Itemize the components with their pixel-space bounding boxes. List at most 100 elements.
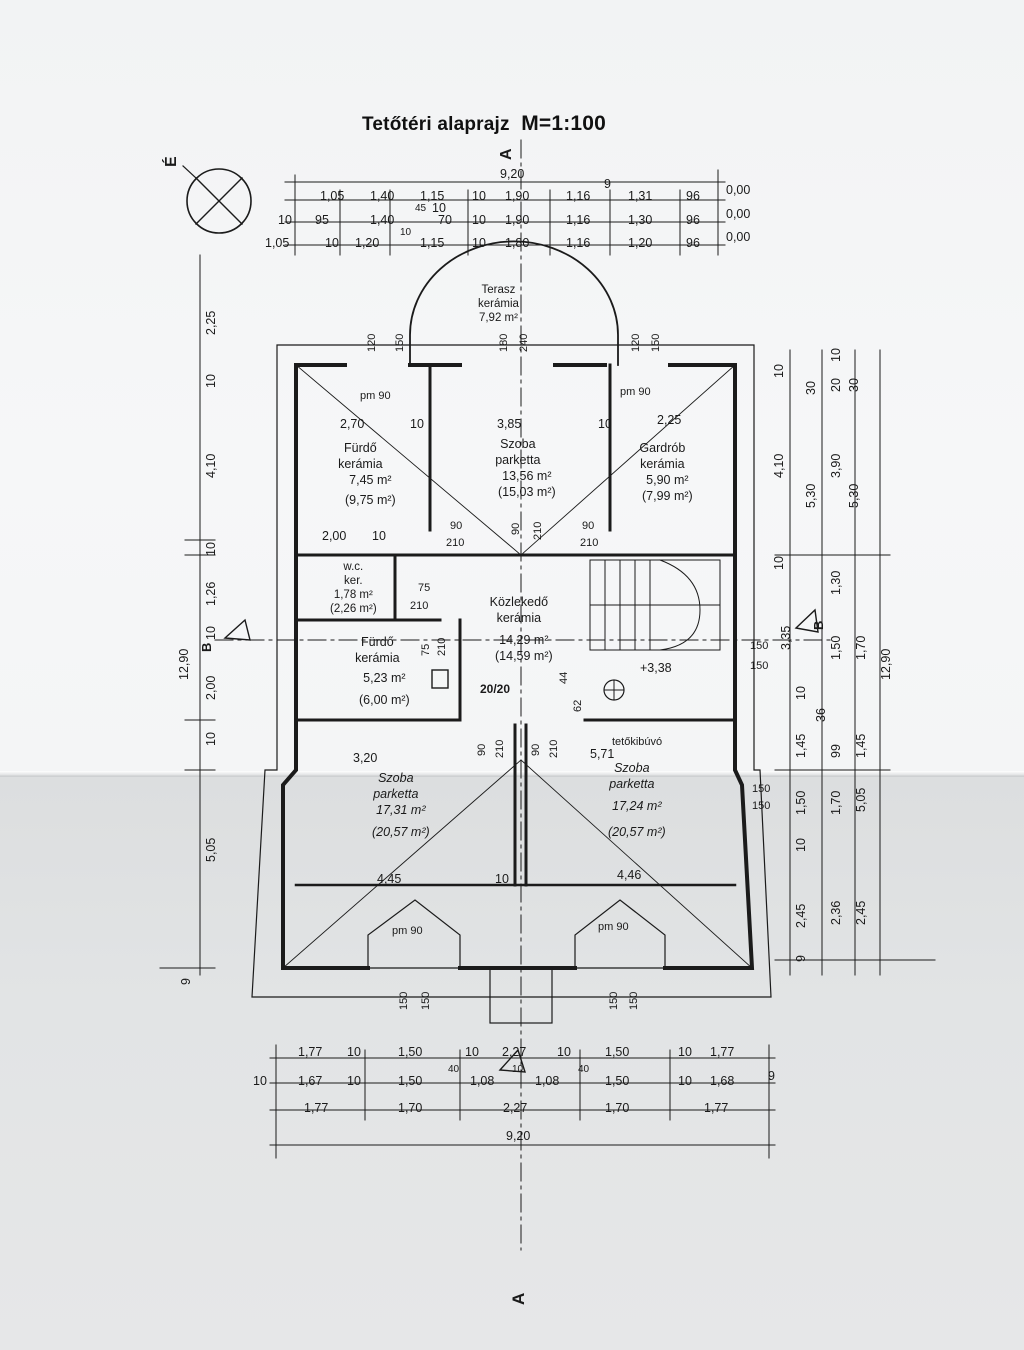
dim: 44 [558, 671, 570, 684]
dim: 150 [750, 660, 769, 672]
roof-hip-lines [282, 364, 753, 969]
title-scale: M=1:100 [521, 112, 607, 135]
room-bath2: Fürdő kerámia 5,23 m² (6,00 m²) [345, 634, 410, 708]
dim: 1,30 [628, 213, 653, 227]
dim: 10 [678, 1045, 692, 1059]
dim: 70 [438, 213, 452, 227]
dim: 150 [752, 783, 771, 795]
level-label: +3,38 [640, 661, 672, 675]
dim: 210 [410, 600, 429, 612]
dim: 90 [476, 743, 488, 756]
right-dimension-lines [774, 349, 936, 976]
room-name: Terasz [481, 284, 516, 296]
dim: 1,20 [355, 236, 380, 250]
dim: 1,50 [605, 1074, 630, 1088]
dim: 96 [686, 236, 700, 250]
dim: 1,45 [854, 733, 868, 758]
dim: 3,90 [829, 453, 843, 478]
window-label: pm 90 [598, 921, 629, 933]
dim: 96 [686, 189, 700, 203]
room-floor: parketta [495, 453, 541, 467]
dim: 1,30 [829, 570, 843, 595]
dim: 5,71 [590, 747, 615, 761]
room-terrace: Terasz kerámia 7,92 m² [478, 283, 519, 325]
room-area: 5,23 m² [363, 671, 406, 685]
dim: 2,70 [340, 417, 365, 431]
dim: 10 [432, 201, 446, 215]
dim: 1,50 [829, 635, 843, 660]
room-hall: Közlekedő kerámia 14,29 m² (14,59 m²) [485, 594, 553, 664]
dim: 90 [450, 520, 463, 532]
dim: 1,16 [566, 189, 591, 203]
dim: 0,00 [726, 230, 751, 244]
chimney-icon [431, 669, 449, 689]
dormer-windows [367, 899, 666, 1024]
room-floor: kerámia [640, 457, 685, 471]
north-label: É [163, 156, 180, 167]
dim: 1,68 [710, 1074, 735, 1088]
dim: 10 [472, 236, 486, 250]
dim: 2,45 [854, 900, 868, 925]
room-floor: kerámia [355, 651, 400, 665]
dim: 2,45 [794, 903, 808, 928]
dim: 1,77 [304, 1101, 329, 1115]
dim: 3,85 [497, 417, 522, 431]
dim: 0,00 [726, 183, 751, 197]
dim: 9 [794, 955, 808, 962]
dim: 1,45 [794, 733, 808, 758]
roof-outline [251, 344, 772, 998]
dim: 2,36 [829, 900, 843, 925]
room-area-gross: (20,57 m²) [372, 825, 430, 839]
dim: 1,90 [505, 189, 530, 203]
bottom-dimension-lines [269, 1044, 776, 1159]
dim: 40 [448, 1064, 460, 1075]
dim: 20 [829, 378, 843, 392]
room-floor: kerámia [496, 611, 542, 625]
dim: 1,08 [535, 1074, 560, 1088]
left-dimension-lines [159, 254, 216, 976]
room-name: Szoba [500, 437, 536, 451]
dim: 62 [572, 699, 584, 712]
dim: 1,77 [710, 1045, 735, 1059]
room-wc: w.c. ker. 1,78 m² (2,26 m²) [330, 560, 377, 616]
dim: 10 [495, 872, 509, 886]
dim: 10 [512, 1064, 524, 1075]
dim: 150 [752, 800, 771, 812]
dim: 210 [446, 537, 465, 549]
room-area-gross: (15,03 m²) [498, 485, 556, 499]
room-area: 17,24 m² [612, 799, 662, 813]
room-area-gross: (7,99 m²) [642, 489, 693, 503]
dim: 10 [253, 1074, 267, 1088]
dim: 210 [436, 637, 448, 656]
window-label: pm 90 [620, 386, 651, 398]
dim: 240 [518, 333, 530, 352]
top-dim-total: 9,20 [500, 167, 525, 181]
dim: 3,20 [353, 751, 378, 765]
room-floor: parketta [373, 787, 419, 801]
top-dimension-lines [284, 169, 726, 256]
dim: 75 [420, 643, 432, 656]
dim: 1,05 [320, 189, 345, 203]
dim: 10 [347, 1074, 361, 1088]
dim: 95 [315, 213, 329, 227]
dim: 1,08 [470, 1074, 495, 1088]
dim: 1,80 [505, 236, 530, 250]
room-bath1: Fürdő kerámia 7,45 m² (9,75 m²) [325, 440, 396, 508]
window-label: pm 90 [392, 925, 423, 937]
dim: 1,26 [204, 581, 218, 606]
dim: 2,27 [503, 1101, 528, 1115]
room-floor: kerámia [338, 457, 383, 471]
dim: 10 [472, 213, 486, 227]
dim: 1,70 [605, 1101, 630, 1115]
axis-label-right: B [811, 620, 826, 630]
room-area: 13,56 m² [502, 469, 552, 483]
dim: 4,46 [617, 868, 642, 882]
room-area: 7,92 m² [478, 312, 518, 324]
room-area: 14,29 m² [499, 633, 549, 647]
roof-hatch-label: tetőkibúvó [612, 736, 663, 748]
dim: 120 [630, 333, 642, 352]
dim: 1,31 [628, 189, 653, 203]
room-name: Közlekedő [489, 595, 549, 609]
dim: 1,05 [265, 236, 290, 250]
dim: 180 [498, 333, 510, 352]
